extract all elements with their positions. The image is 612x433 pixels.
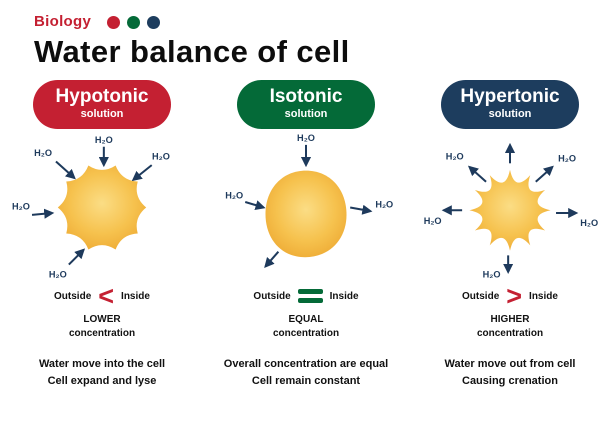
swollen-cell-shape	[57, 165, 147, 250]
outside-label: Outside	[462, 290, 500, 302]
column-hypertonic: Hypertonic solution	[408, 80, 612, 389]
column-isotonic: Isotonic solution	[204, 80, 408, 389]
green-dot-icon	[127, 16, 141, 29]
concentration-compare: Outside < Inside	[54, 280, 150, 311]
hypotonic-cell-illustration: H₂O H₂O H₂O H₂O H₂O	[12, 135, 170, 280]
badge-title: Isotonic	[269, 86, 343, 107]
concentration-note: LOWER concentration	[68, 314, 136, 340]
badge-title: Hypotonic	[55, 86, 149, 107]
header: Biology Water balance of cell	[0, 0, 612, 70]
badge-subtitle: solution	[284, 107, 328, 120]
concentration-compare: Outside Inside	[253, 283, 359, 309]
h2o-label: H₂O	[225, 190, 243, 200]
less-than-symbol: <	[98, 280, 115, 311]
equals-symbol-icon	[297, 289, 323, 304]
column-hypotonic: Hypotonic solution	[0, 80, 204, 389]
h2o-label: H₂O	[34, 148, 52, 158]
red-dot-icon	[107, 16, 121, 29]
concentration-note: HIGHER concentration	[476, 314, 544, 340]
brand-label: Biology	[34, 13, 92, 30]
outside-label: Outside	[54, 290, 92, 302]
isotonic-cell-illustration: H₂O H₂O H₂O	[225, 133, 393, 269]
badge-hypotonic: Hypotonic solution	[33, 80, 171, 130]
outside-label: Outside	[253, 290, 291, 302]
greater-than-symbol: >	[506, 280, 523, 311]
inside-label: Inside	[121, 290, 150, 302]
h2o-label: H₂O	[95, 135, 113, 145]
h2o-label: H₂O	[375, 200, 393, 210]
h2o-label: H₂O	[580, 218, 598, 228]
hypertonic-cell-illustration: H₂O H₂O H₂O H₂O H₂O	[424, 142, 598, 280]
water-outflow-arrows	[441, 142, 579, 275]
badge-isotonic: Isotonic solution	[237, 80, 375, 130]
h2o-label: H₂O	[424, 216, 442, 226]
h2o-label: H₂O	[446, 152, 464, 162]
column-description: Overall concentration are equal Cell rem…	[223, 358, 389, 387]
h2o-label: H₂O	[12, 201, 30, 211]
normal-cell-shape	[265, 170, 347, 258]
water-inflow-arrows	[31, 146, 153, 266]
inside-label: Inside	[529, 290, 558, 302]
column-description: Water move out from cell Causing crenati…	[444, 358, 576, 387]
page-title: Water balance of cell	[34, 34, 350, 69]
h2o-label: H₂O	[558, 154, 576, 164]
brand-row: Biology	[34, 13, 612, 30]
crenated-cell-shape	[469, 169, 551, 251]
h2o-label: H₂O	[152, 152, 170, 162]
badge-hypertonic: Hypertonic solution	[441, 80, 579, 130]
h2o-label: H₂O	[297, 133, 315, 143]
h2o-label: H₂O	[483, 270, 501, 280]
navy-dot-icon	[147, 16, 161, 29]
badge-title: Hypertonic	[460, 86, 560, 107]
concentration-compare: Outside > Inside	[462, 280, 558, 311]
badge-subtitle: solution	[488, 107, 532, 120]
h2o-label: H₂O	[49, 270, 67, 280]
concentration-note: EQUAL concentration	[272, 314, 340, 340]
badge-subtitle: solution	[80, 107, 124, 120]
water-balanced-arrows	[244, 144, 373, 269]
column-description: Water move into the cell Cell expand and…	[38, 358, 166, 387]
solution-columns: Hypotonic solution	[0, 80, 612, 389]
brand-dots	[107, 16, 161, 29]
inside-label: Inside	[329, 290, 359, 302]
